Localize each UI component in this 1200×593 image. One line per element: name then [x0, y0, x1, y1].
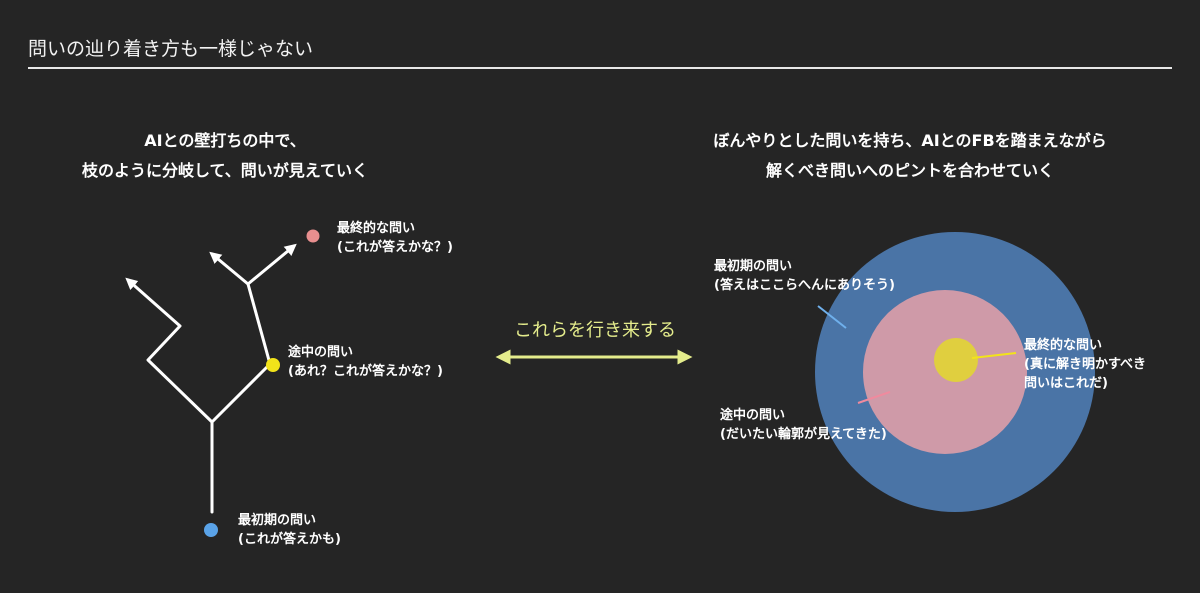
middle-question-dot: [266, 358, 280, 372]
left-branch: [125, 277, 214, 424]
left-heading-line-2: 枝のように分岐して、問いが見えていく: [82, 161, 368, 180]
final-question-dot: [306, 229, 320, 243]
right-initial-label-title: 最初期の問い: [714, 259, 793, 274]
branch-tree: [125, 243, 297, 514]
right-final-label-note-2: 問いはこれだ): [1024, 376, 1108, 391]
left-initial-label: 最初期の問い (これが答えかも): [238, 511, 341, 549]
final-leader-line: [971, 352, 1017, 359]
title-divider: [28, 67, 1172, 69]
back-and-forth-label: これらを行き来する: [514, 320, 676, 341]
left-heading: AIとの壁打ちの中で、 枝のように分岐して、問いが見えていく: [25, 126, 425, 186]
final-branch: [246, 243, 297, 286]
right-final-label: 最終的な問い (真に解き明かすべき 問いはこれだ): [1024, 336, 1146, 393]
left-heading-line-1: AIとの壁打ちの中で、: [144, 131, 306, 150]
right-final-label-title: 最終的な問い: [1024, 338, 1103, 353]
initial-leader-line: [817, 305, 847, 329]
right-final-label-note-1: (真に解き明かすべき: [1024, 357, 1147, 372]
middle-leader-line: [857, 391, 891, 404]
left-final-label-note: (これが答えかな？): [337, 240, 453, 255]
left-middle-label-note: (あれ？これが答えかな？): [288, 364, 443, 379]
right-heading-line-1: ぼんやりとした問いを持ち、AIとのFBを踏まえながら: [713, 131, 1107, 150]
left-middle-label: 途中の問い (あれ？これが答えかな？): [288, 343, 443, 381]
right-middle-label: 途中の問い (だいたい輪郭が見えてきた): [720, 406, 887, 444]
right-heading-line-2: 解くべき問いへのピントを合わせていく: [765, 161, 1054, 180]
initial-question-dot: [204, 523, 218, 537]
right-middle-label-title: 途中の問い: [720, 408, 786, 423]
left-final-label: 最終的な問い (これが答えかな？): [337, 219, 453, 257]
right-heading: ぼんやりとした問いを持ち、AIとのFBを踏まえながら 解くべき問いへのピントを合…: [640, 126, 1180, 186]
right-middle-label-note: (だいたい輪郭が見えてきた): [720, 427, 887, 442]
right-initial-label: 最初期の問い (答えはここらへんにありそう): [714, 257, 895, 295]
right-initial-label-note: (答えはここらへんにありそう): [714, 278, 895, 293]
inner-circle: [934, 338, 978, 382]
left-final-label-title: 最終的な問い: [337, 221, 416, 236]
slide-title: 問いの辿り着き方も一様じゃない: [28, 38, 314, 60]
left-middle-label-title: 途中の問い: [288, 345, 354, 360]
left-initial-label-note: (これが答えかも): [238, 532, 341, 547]
right-branch: [209, 251, 272, 424]
left-initial-label-title: 最初期の問い: [238, 513, 317, 528]
